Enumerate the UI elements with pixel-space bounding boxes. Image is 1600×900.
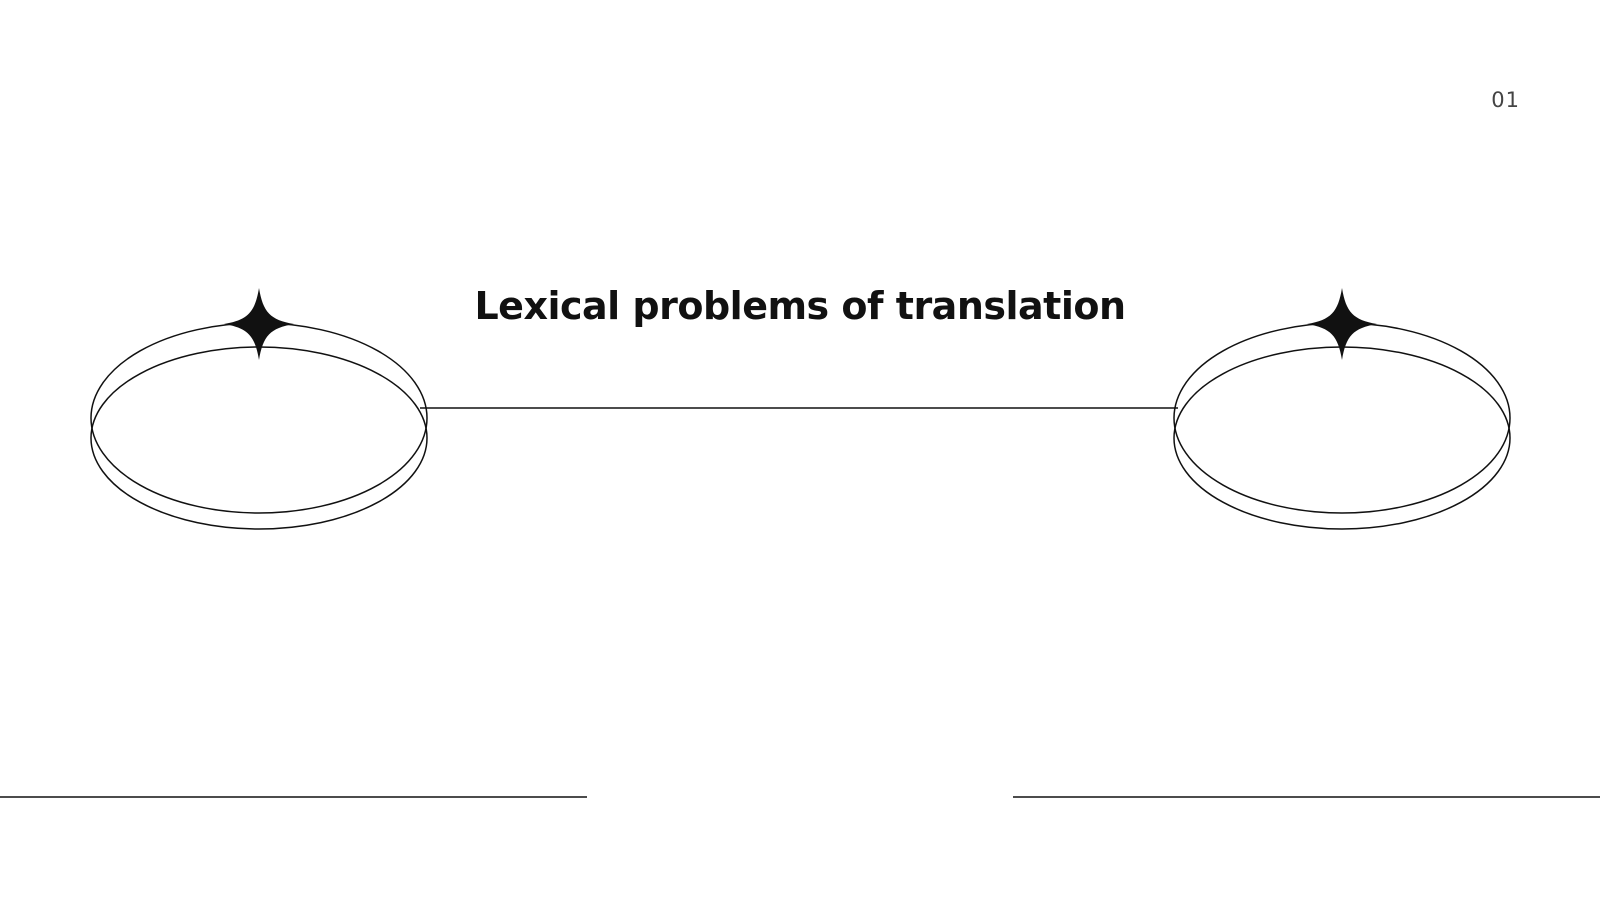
page-number: 01 — [1491, 88, 1520, 112]
left-star-icon — [224, 288, 294, 360]
right-star-icon — [1307, 288, 1377, 360]
slide-title: Lexical problems of translation — [474, 284, 1126, 328]
